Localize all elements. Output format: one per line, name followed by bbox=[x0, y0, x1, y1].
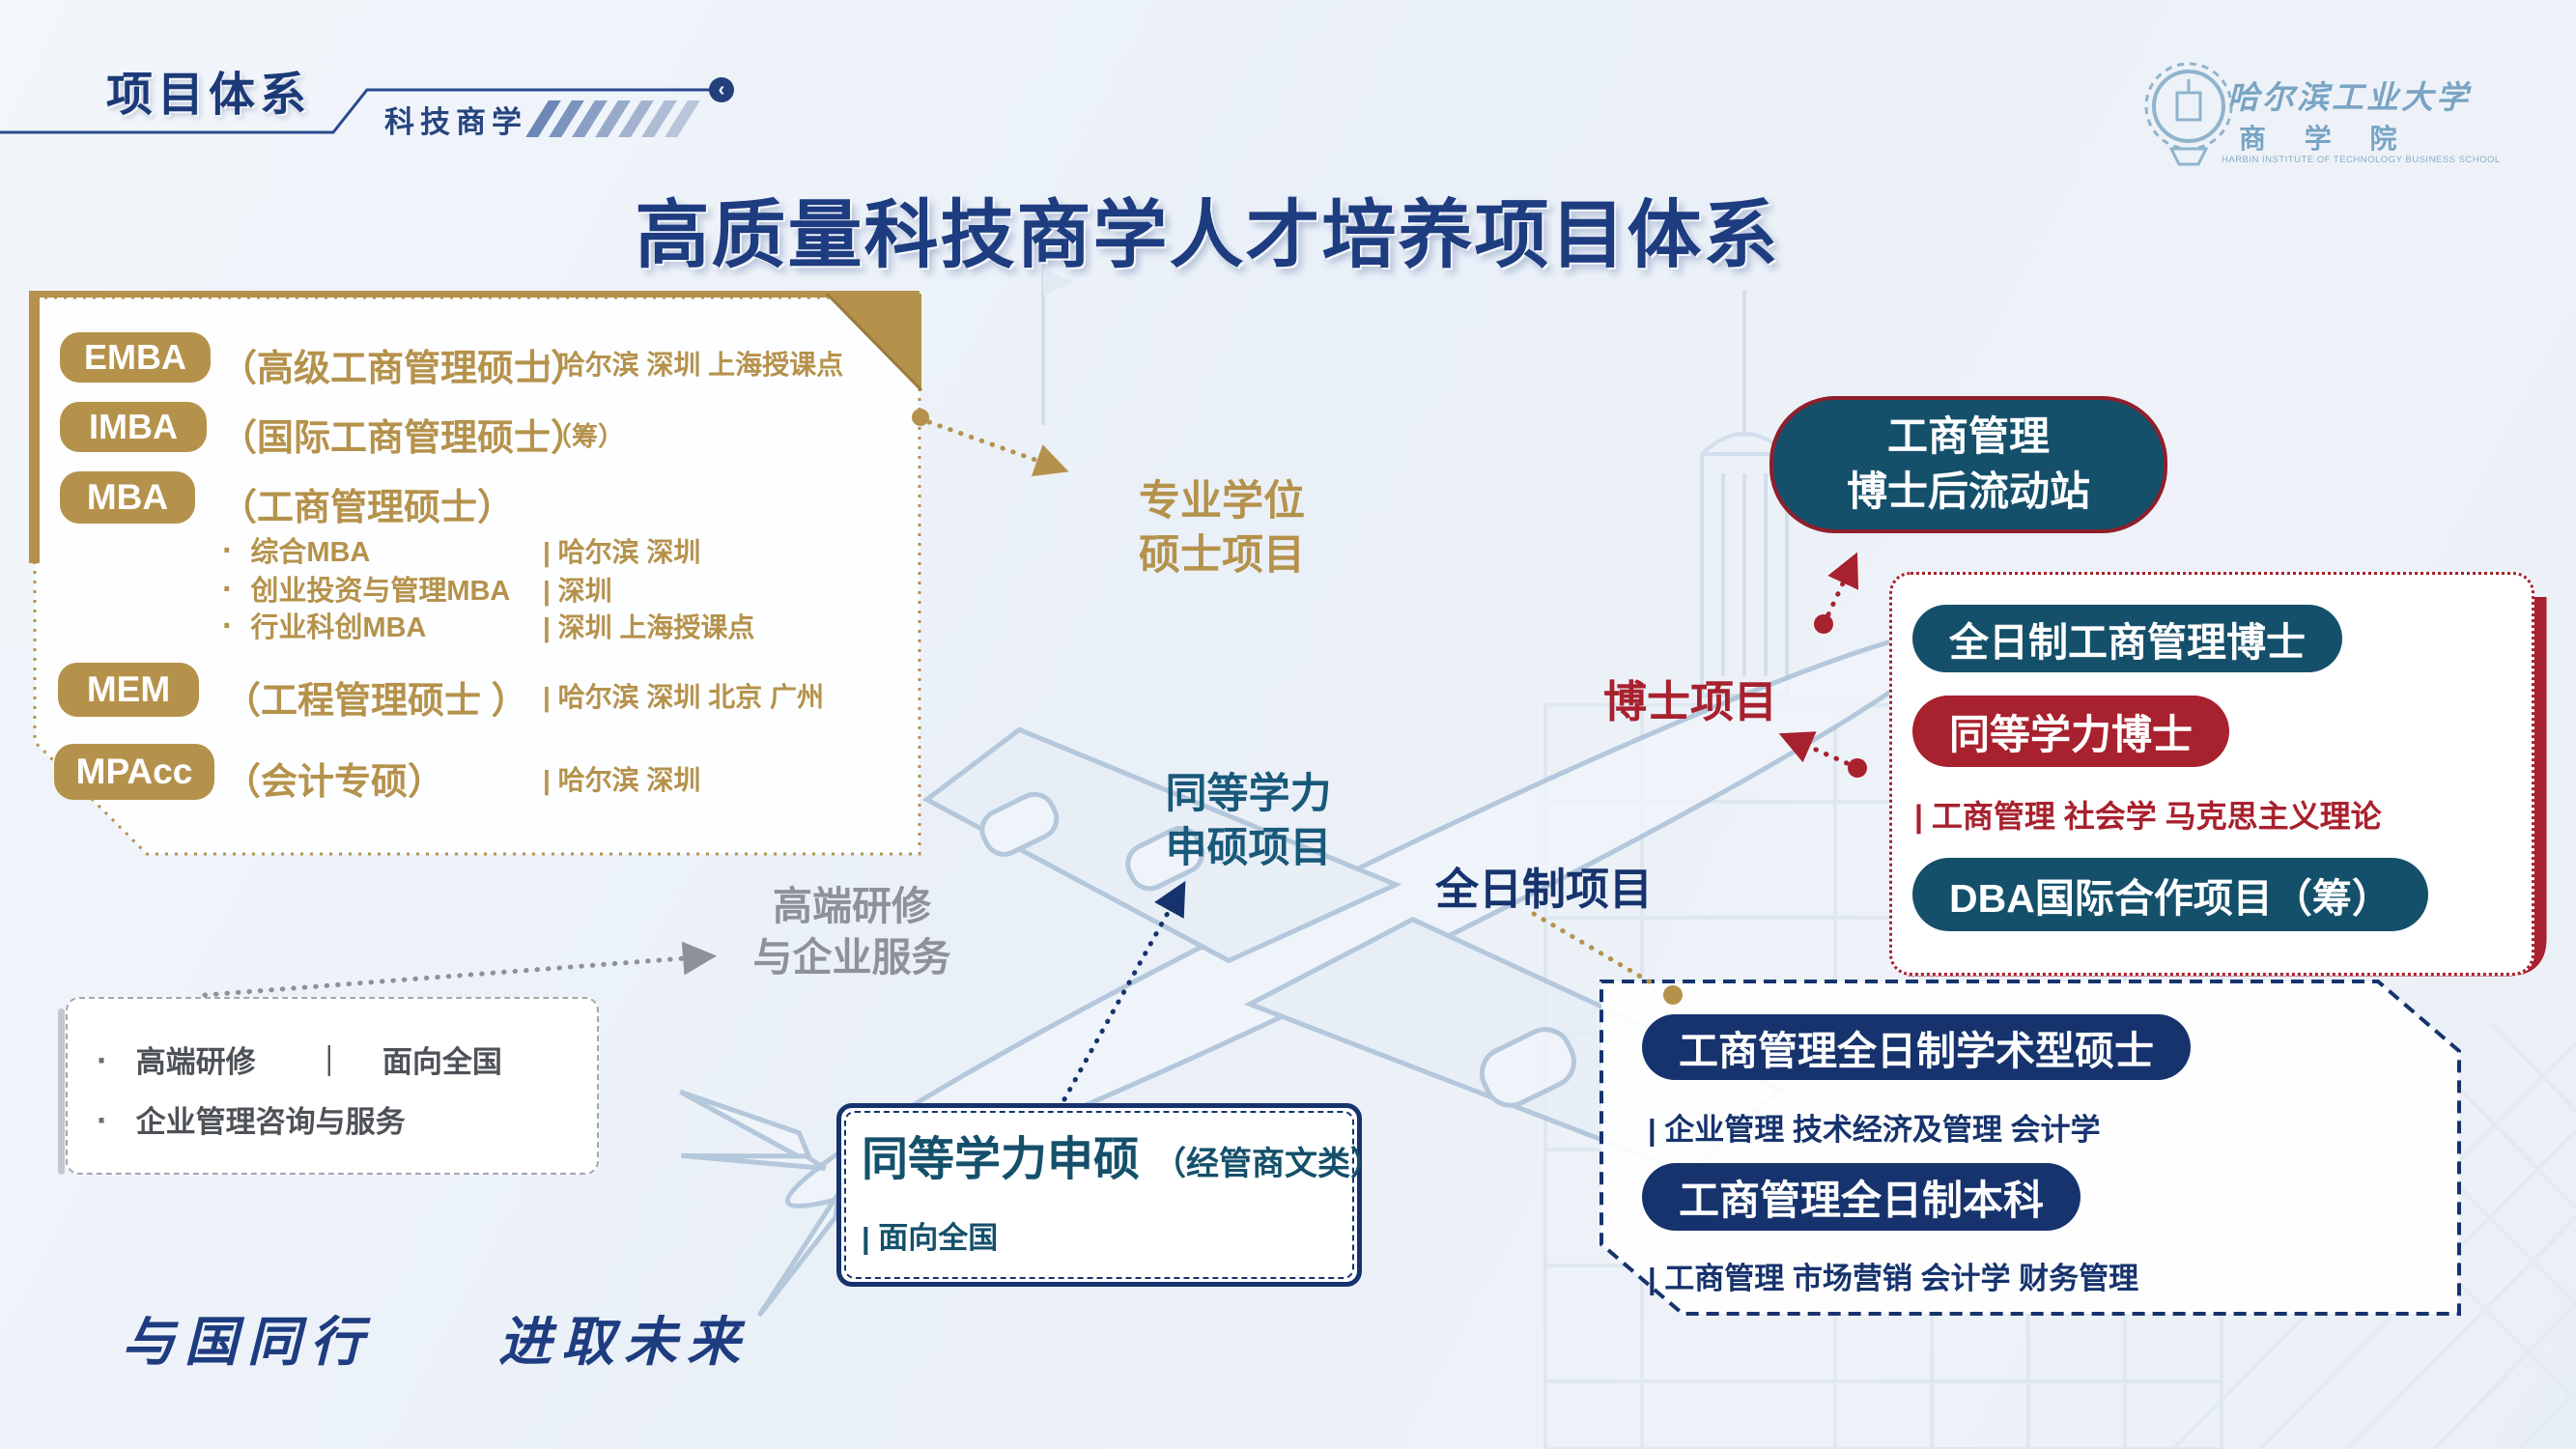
mba-subitem: 行业科创MBA bbox=[222, 605, 426, 645]
bachelor-pill: 工商管理全日制本科 bbox=[1642, 1163, 2081, 1231]
program-locations: | 深圳 bbox=[543, 576, 612, 606]
program-name: （国际工商管理硕士） bbox=[220, 418, 588, 459]
executive-box bbox=[66, 997, 599, 1175]
arrow-fulltime bbox=[1531, 911, 1683, 1005]
executive-box-accent bbox=[58, 1009, 65, 1175]
arrow-doctoral bbox=[1778, 731, 1867, 778]
brand-label: 科技商学 bbox=[384, 105, 527, 139]
arrow-equivalent bbox=[1062, 880, 1186, 1102]
professional-box-top-bar bbox=[35, 291, 920, 298]
arrow-professional bbox=[912, 409, 1069, 477]
label-line: 同等学力 bbox=[1165, 771, 1332, 817]
fulltime-dba-pill: 全日制工商管理博士 bbox=[1912, 605, 2342, 672]
program-name: （工程管理硕士 ） bbox=[224, 681, 528, 722]
program-note: （筹） bbox=[546, 422, 624, 451]
executive-item-name: 企业管理咨询与服务 bbox=[135, 1105, 406, 1139]
badge-mem: MEM bbox=[58, 663, 199, 717]
program-locations: | 深圳 上海授课点 bbox=[543, 612, 755, 642]
section-label: 项目体系 bbox=[106, 70, 312, 121]
arrow-postdoc bbox=[1814, 552, 1859, 634]
program-name: （高级工商管理硕士） bbox=[220, 349, 588, 389]
equivalent-box-title-text: 同等学力申硕 bbox=[862, 1134, 1141, 1185]
program-locations: | 哈尔滨 深圳 bbox=[543, 537, 701, 567]
equivalent-doctor-pill: 同等学力博士 bbox=[1912, 696, 2230, 767]
program-locations: | 哈尔滨 深圳 北京 广州 bbox=[543, 682, 824, 712]
logo-school-name: 商 学 院 bbox=[2239, 124, 2413, 154]
professional-box-left-bar bbox=[29, 291, 40, 563]
dba-intl-pill: DBA国际合作项目（筹） bbox=[1912, 858, 2428, 931]
label-fulltime: 全日制项目 bbox=[1435, 865, 1654, 914]
postdoc-station-pill: 工商管理 博士后流动站 bbox=[1769, 396, 2167, 533]
equivalent-masters-box-inner-border bbox=[844, 1111, 1354, 1279]
label-line: 申硕项目 bbox=[1165, 824, 1332, 871]
label-executive-services: 高端研修 与企业服务 bbox=[722, 881, 981, 984]
label-line: 硕士项目 bbox=[1139, 531, 1305, 579]
mba-subitem: 综合MBA bbox=[222, 529, 370, 570]
postdoc-line: 博士后流动站 bbox=[1846, 469, 2090, 514]
badge-imba: IMBA bbox=[60, 402, 207, 452]
doctoral-majors: | 工商管理 社会学 马克思主义理论 bbox=[1914, 799, 2382, 834]
label-doctoral: 博士项目 bbox=[1603, 677, 1778, 726]
equivalent-box-title: 同等学力申硕 （经管商文类） bbox=[862, 1121, 1383, 1188]
logo-university-name: 哈尔滨工业大学 bbox=[2227, 78, 2471, 116]
program-locations: | 哈尔滨 深圳 上海授课点 bbox=[543, 350, 844, 380]
slogan: 与国同行 进取未来 bbox=[122, 1310, 750, 1373]
bachelor-majors: | 工商管理 市场营销 会计学 财务管理 bbox=[1648, 1262, 2139, 1295]
label-equivalent-masters: 同等学力 申硕项目 bbox=[1145, 768, 1352, 876]
page-title: 高质量科技商学人才培养项目体系 bbox=[635, 194, 1780, 277]
executive-item-locations: ｜ 面向全国 bbox=[314, 1045, 502, 1079]
logo-english-name: HARBIN INSTITUTE OF TECHNOLOGY BUSINESS … bbox=[2222, 155, 2501, 165]
label-line: 专业学位 bbox=[1139, 478, 1305, 525]
program-name: （工商管理硕士） bbox=[220, 488, 515, 528]
equivalent-masters-box bbox=[836, 1103, 1362, 1287]
label-line: 与企业服务 bbox=[752, 935, 951, 980]
executive-item-name: 高端研修 bbox=[135, 1045, 256, 1079]
arrow-executive bbox=[202, 941, 717, 998]
badge-emba: EMBA bbox=[60, 332, 211, 383]
chevron-left-icon bbox=[709, 77, 734, 102]
label-professional-masters: 专业学位 硕士项目 bbox=[1101, 475, 1343, 583]
master-majors: | 企业管理 技术经济及管理 会计学 bbox=[1648, 1113, 2101, 1147]
badge-mba: MBA bbox=[60, 471, 195, 524]
badge-mpacc: MPAcc bbox=[54, 744, 214, 800]
program-locations: | 哈尔滨 深圳 bbox=[543, 765, 701, 795]
postdoc-line: 工商管理 bbox=[1886, 413, 2050, 460]
slash-stripes-icon bbox=[525, 100, 730, 139]
program-name: （会计专硕） bbox=[224, 762, 445, 803]
executive-item: 企业管理咨询与服务 bbox=[97, 1097, 406, 1141]
mba-subitem: 创业投资与管理MBA bbox=[222, 568, 510, 609]
equivalent-box-qualifier: （经管商文类） bbox=[1153, 1146, 1384, 1182]
equivalent-box-scope: | 面向全国 bbox=[862, 1221, 999, 1255]
academic-master-pill: 工商管理全日制学术型硕士 bbox=[1642, 1014, 2191, 1080]
label-line: 高端研修 bbox=[773, 884, 931, 928]
executive-item: 高端研修 ｜ 面向全国 bbox=[97, 1037, 502, 1081]
